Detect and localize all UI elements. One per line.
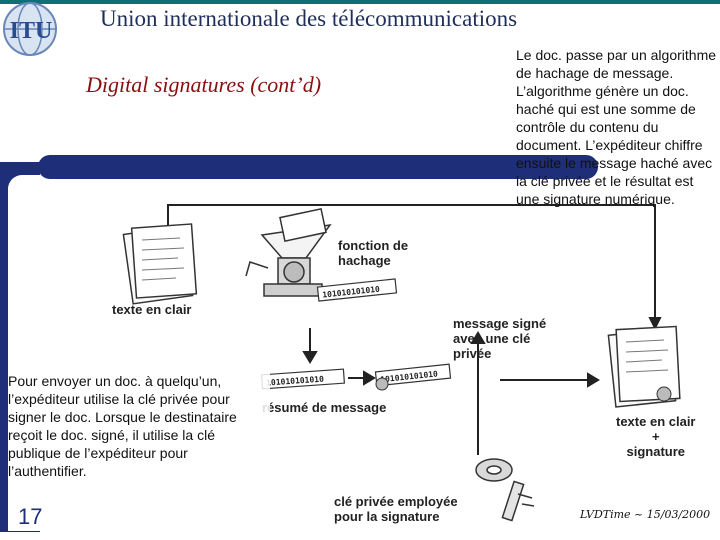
arrow-right-signed <box>348 370 376 386</box>
digest-strip: 101010101010 <box>260 368 346 390</box>
private-key-icon <box>475 458 535 522</box>
slide-title: Digital signatures (cont’d) <box>86 72 322 97</box>
plaintext-document-icon <box>122 223 198 305</box>
itu-logo: ITU <box>3 2 57 56</box>
organization-title: Union internationale des télécommunicati… <box>100 6 518 31</box>
signed-strip: 101010101010 <box>374 363 452 391</box>
slide-number: 17 <box>18 504 43 529</box>
plaintext-label: texte en clair <box>112 302 192 317</box>
result-label: texte en clair + signature <box>616 414 696 459</box>
footer-date: LVDTime ~ 15/03/2000 <box>580 508 711 521</box>
digest-strip-text: 101010101010 <box>266 375 324 388</box>
connector-top <box>161 204 662 331</box>
hash-grinder-icon <box>245 208 332 297</box>
title-divider-bar <box>38 155 598 179</box>
private-key-label: clé privée employée pour la signature <box>334 494 458 524</box>
message-digest-label: résumé de message <box>262 400 387 415</box>
explanation-text: Le doc. passe par un algorithme de hacha… <box>516 47 717 207</box>
hash-output-strip: 101010101010 <box>316 278 398 302</box>
arrow-down-digest <box>302 328 318 364</box>
usage-note-text: Pour envoyer un doc. à quelqu’un, l’expé… <box>8 372 270 480</box>
hash-function-label: fonction de hachage <box>338 238 409 268</box>
signed-message-label: message signé avec une clé privée <box>453 316 547 361</box>
header-accent-band <box>0 0 720 4</box>
arrow-up-key <box>470 331 486 455</box>
itu-logo-text: ITU <box>10 18 53 44</box>
arrow-right-recipient <box>500 372 600 388</box>
recipient-document-icon <box>607 325 681 408</box>
